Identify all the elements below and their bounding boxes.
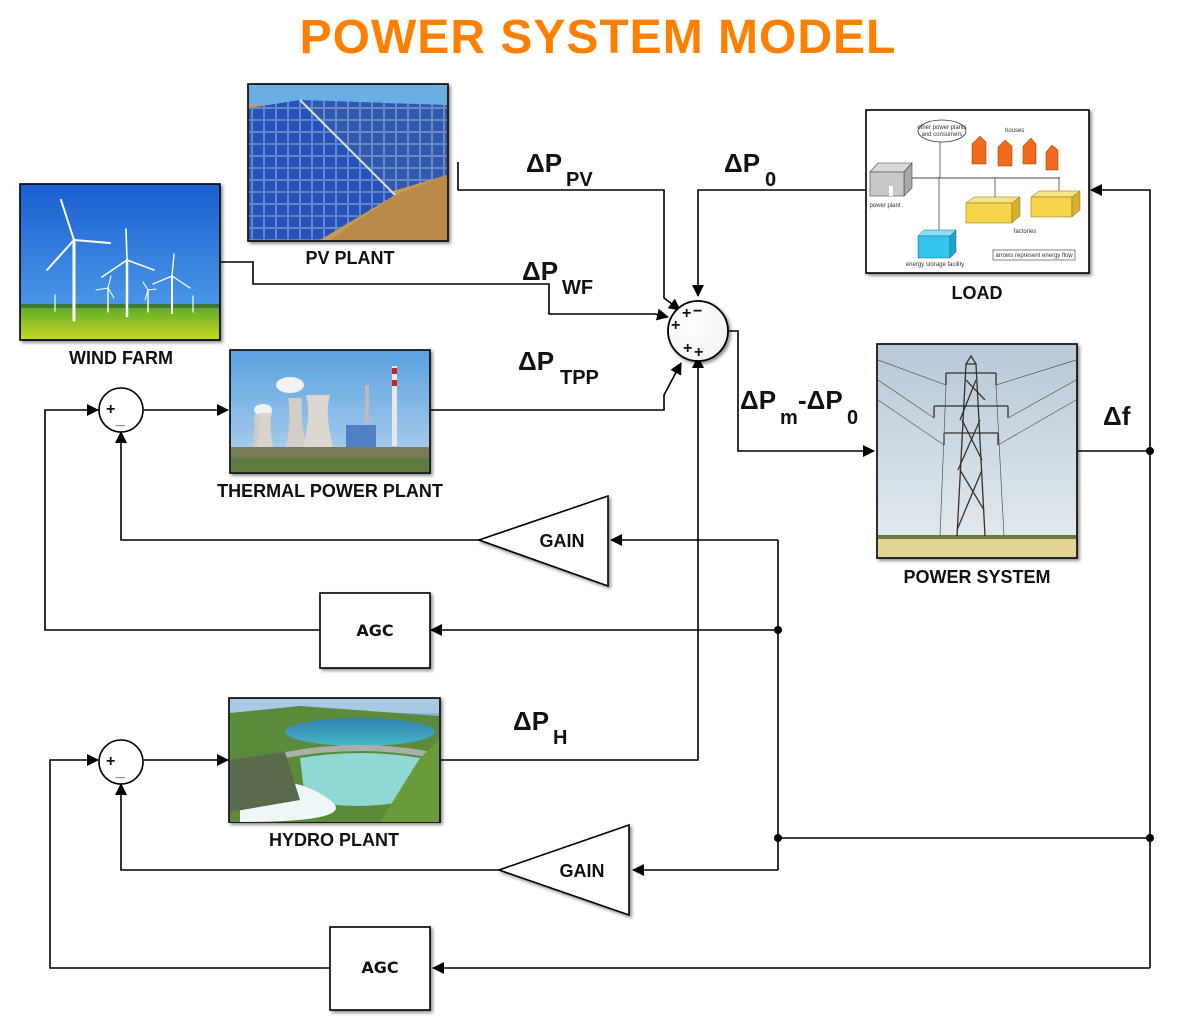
svg-text:ΔP: ΔP: [522, 256, 558, 286]
svg-text:PV: PV: [566, 169, 593, 191]
houses-caption: houses: [1005, 128, 1024, 134]
signal-label-tpp: ΔP TPP: [518, 346, 599, 389]
hydro-summing-junction[interactable]: + _: [98, 739, 144, 785]
svg-text:0: 0: [765, 169, 776, 191]
svg-text:H: H: [553, 727, 567, 749]
load-schematic-icon: other power plants and consumers power p…: [869, 119, 1081, 268]
main-summing-junction[interactable]: + − + + +: [667, 300, 729, 362]
dam-icon: [230, 699, 439, 822]
factory-icons: [965, 190, 1081, 224]
wind-farm-label: WIND FARM: [69, 348, 173, 368]
signal-label-wf: ΔP WF: [522, 256, 593, 299]
wire-wf-to-summer: [220, 261, 669, 321]
factories-caption: factories: [1014, 229, 1037, 235]
sign-plus: +: [106, 753, 115, 770]
svg-text:0: 0: [847, 407, 858, 429]
signal-wires: [44, 162, 1154, 974]
signal-label-pv: ΔP PV: [526, 148, 593, 191]
sign-minus: _: [115, 763, 126, 780]
thermal-plant-label: THERMAL POWER PLANT: [217, 481, 443, 501]
signal-label-df: Δf: [1103, 401, 1131, 431]
power-system-block[interactable]: POWER SYSTEM: [876, 343, 1078, 587]
svg-text:and consumers: and consumers: [921, 132, 962, 138]
hydro-plant-label: HYDRO PLANT: [269, 830, 399, 850]
junction-dot: [774, 626, 782, 634]
sign-plus-h: +: [694, 344, 703, 361]
wire-hydro-to-summer: [440, 356, 704, 761]
signal-label-pm-minus-p0: ΔP m -ΔP 0: [740, 385, 858, 429]
sign-plus-tpp: +: [683, 340, 692, 357]
page-title: POWER SYSTEM MODEL: [300, 11, 897, 64]
sign-plus-wf: +: [671, 317, 680, 334]
bubble-text: other power plants: [917, 125, 966, 131]
sign-minus-p0: −: [693, 303, 702, 320]
gain-label: GAIN: [540, 531, 585, 551]
svg-text:TPP: TPP: [560, 367, 599, 389]
power-system-label: POWER SYSTEM: [903, 567, 1050, 587]
gain-block-lower[interactable]: GAIN: [496, 823, 630, 917]
svg-text:ΔP: ΔP: [724, 148, 760, 178]
wire-gain-to-thermal-summer: [115, 431, 480, 541]
junction-dot: [1146, 834, 1154, 842]
pv-plant-block[interactable]: PV PLANT: [247, 83, 449, 268]
signal-label-h: ΔP H: [513, 706, 567, 749]
svg-text:-ΔP: -ΔP: [798, 385, 843, 415]
junction-dot: [1146, 447, 1154, 455]
svg-text:m: m: [780, 407, 798, 429]
sign-plus: +: [106, 401, 115, 418]
gain-label: GAIN: [560, 861, 605, 881]
wind-farm-block[interactable]: WIND FARM: [19, 183, 221, 368]
wire-tpp-to-summer: [430, 362, 682, 411]
wire-df-to-load: [1090, 184, 1151, 451]
junction-dot: [774, 834, 782, 842]
solar-panel-icon: [249, 85, 447, 240]
power-plant-caption: power plant: [869, 203, 900, 209]
house-icons: [971, 135, 1059, 171]
load-block[interactable]: other power plants and consumers power p…: [865, 109, 1090, 303]
gain-block-upper[interactable]: GAIN: [476, 494, 609, 588]
legend-caption: arrows represent energy flow: [995, 253, 1073, 259]
svg-text:ΔP: ΔP: [740, 385, 776, 415]
transmission-tower-icon: [877, 354, 1077, 557]
hydro-plant-block[interactable]: HYDRO PLANT: [228, 697, 441, 850]
svg-text:Δf: Δf: [1103, 401, 1131, 431]
svg-text:ΔP: ΔP: [513, 706, 549, 736]
svg-text:WF: WF: [562, 277, 593, 299]
load-label: LOAD: [952, 283, 1003, 303]
wind-turbine-icon: [21, 199, 219, 339]
wire-load-to-summer: [692, 189, 868, 297]
wire-agc-to-hydro-summer: [49, 754, 330, 969]
storage-caption: energy storage facility: [906, 262, 964, 268]
pv-plant-label: PV PLANT: [305, 248, 394, 268]
wire-pv-to-summer: [457, 162, 681, 311]
cooling-tower-icon: [231, 366, 429, 472]
thermal-plant-block[interactable]: THERMAL POWER PLANT: [217, 349, 443, 501]
wire-summer-to-power-system: [728, 330, 875, 457]
svg-text:ΔP: ΔP: [526, 148, 562, 178]
sign-plus-pv: +: [682, 305, 691, 322]
agc-label: AGC: [356, 621, 393, 640]
sign-minus: _: [115, 411, 126, 428]
agc-label: AGC: [361, 958, 398, 977]
svg-text:ΔP: ΔP: [518, 346, 554, 376]
agc-block-lower[interactable]: AGC: [329, 926, 431, 1011]
wire-gain-to-hydro-summer: [115, 783, 500, 871]
thermal-summing-junction[interactable]: + _: [98, 387, 144, 433]
agc-block-upper[interactable]: AGC: [319, 592, 431, 669]
wire-agc-to-thermal-summer: [44, 404, 320, 631]
signal-label-p0: ΔP 0: [724, 148, 776, 191]
storage-icon: [917, 229, 957, 259]
